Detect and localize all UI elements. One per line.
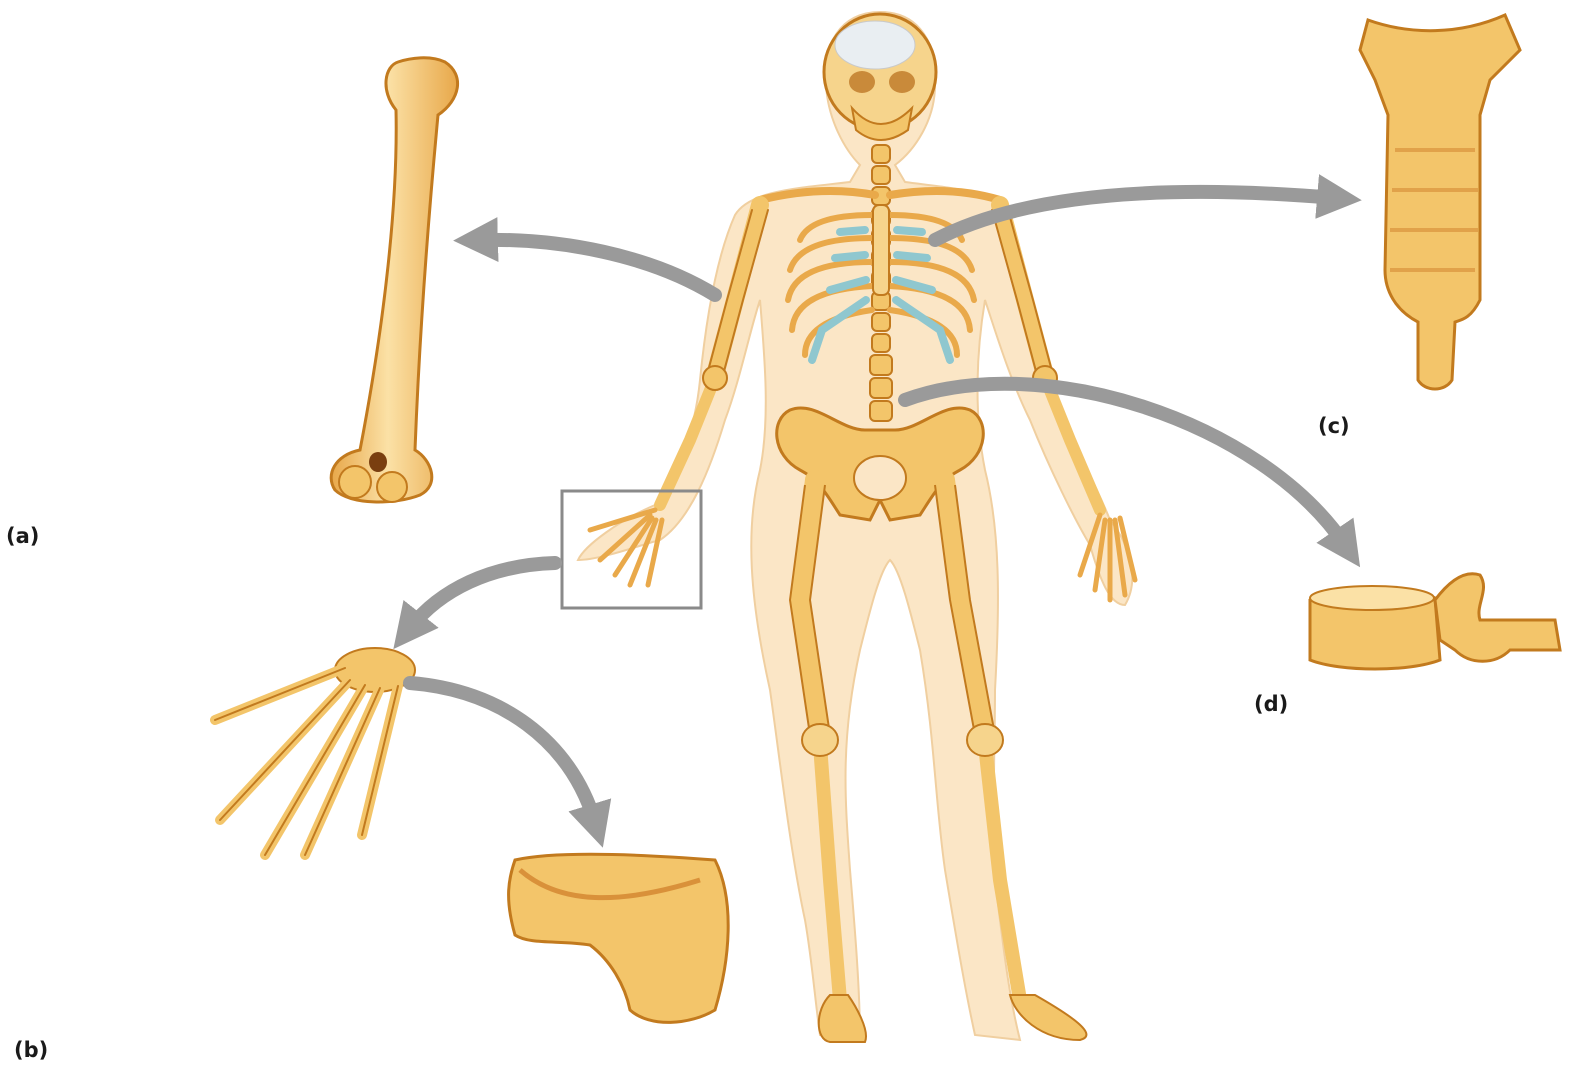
long-bone-humerus <box>331 58 457 502</box>
label-d: (d) <box>1254 692 1288 716</box>
hand-bones-enlarged <box>215 648 415 855</box>
sternum <box>873 205 889 295</box>
label-a: (a) <box>6 524 39 548</box>
label-b: (b) <box>14 1038 48 1062</box>
vertebra-irregular-bone <box>1310 574 1560 669</box>
sternum-bone <box>1360 15 1520 389</box>
arrow-to-hand <box>410 563 555 628</box>
arrow-to-scapula <box>410 683 595 822</box>
label-c: (c) <box>1318 414 1350 438</box>
arrow-to-long-bone <box>480 240 715 295</box>
right-foot <box>1010 995 1086 1040</box>
